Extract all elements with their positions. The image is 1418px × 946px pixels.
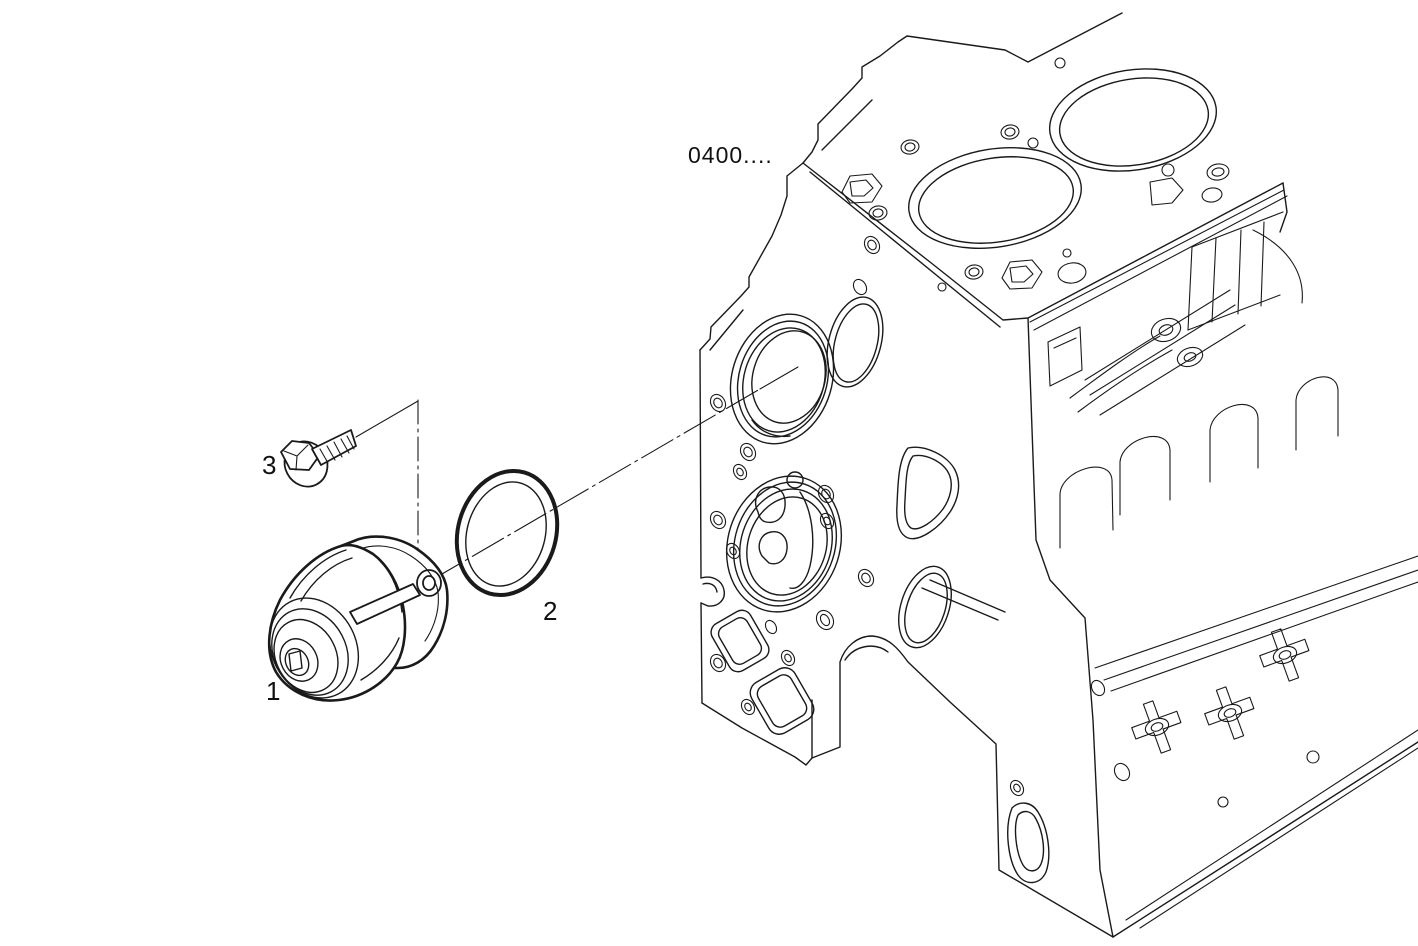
bolt-shank	[311, 429, 357, 466]
pump-bolt-boss	[416, 569, 442, 597]
right-side-details	[1029, 189, 1418, 929]
assembly-axis-tip	[759, 366, 799, 390]
assembly-axis-centerline	[429, 388, 761, 582]
reference-code-label: 0400....	[688, 142, 773, 168]
bolt-drawing	[280, 429, 357, 488]
callout-2-gasket: 2	[543, 596, 558, 626]
callout-3-bolt: 3	[262, 450, 277, 480]
cylinder-bores	[908, 68, 1218, 249]
callout-1-water-pump: 1	[266, 676, 281, 706]
deck-holes	[841, 57, 1230, 292]
bolt-leader-line	[355, 400, 419, 438]
front-face-bores	[700, 296, 1050, 884]
pump-shaft	[349, 583, 421, 625]
pump-body	[267, 543, 407, 702]
gasket-drawing	[454, 468, 560, 598]
centerlines	[355, 366, 799, 582]
front-face-holes	[709, 235, 1025, 797]
water-pump-drawing	[267, 535, 449, 702]
pump-pulley-rings	[268, 549, 403, 699]
block-outline	[699, 12, 1418, 938]
engine-block-drawing	[699, 12, 1418, 938]
